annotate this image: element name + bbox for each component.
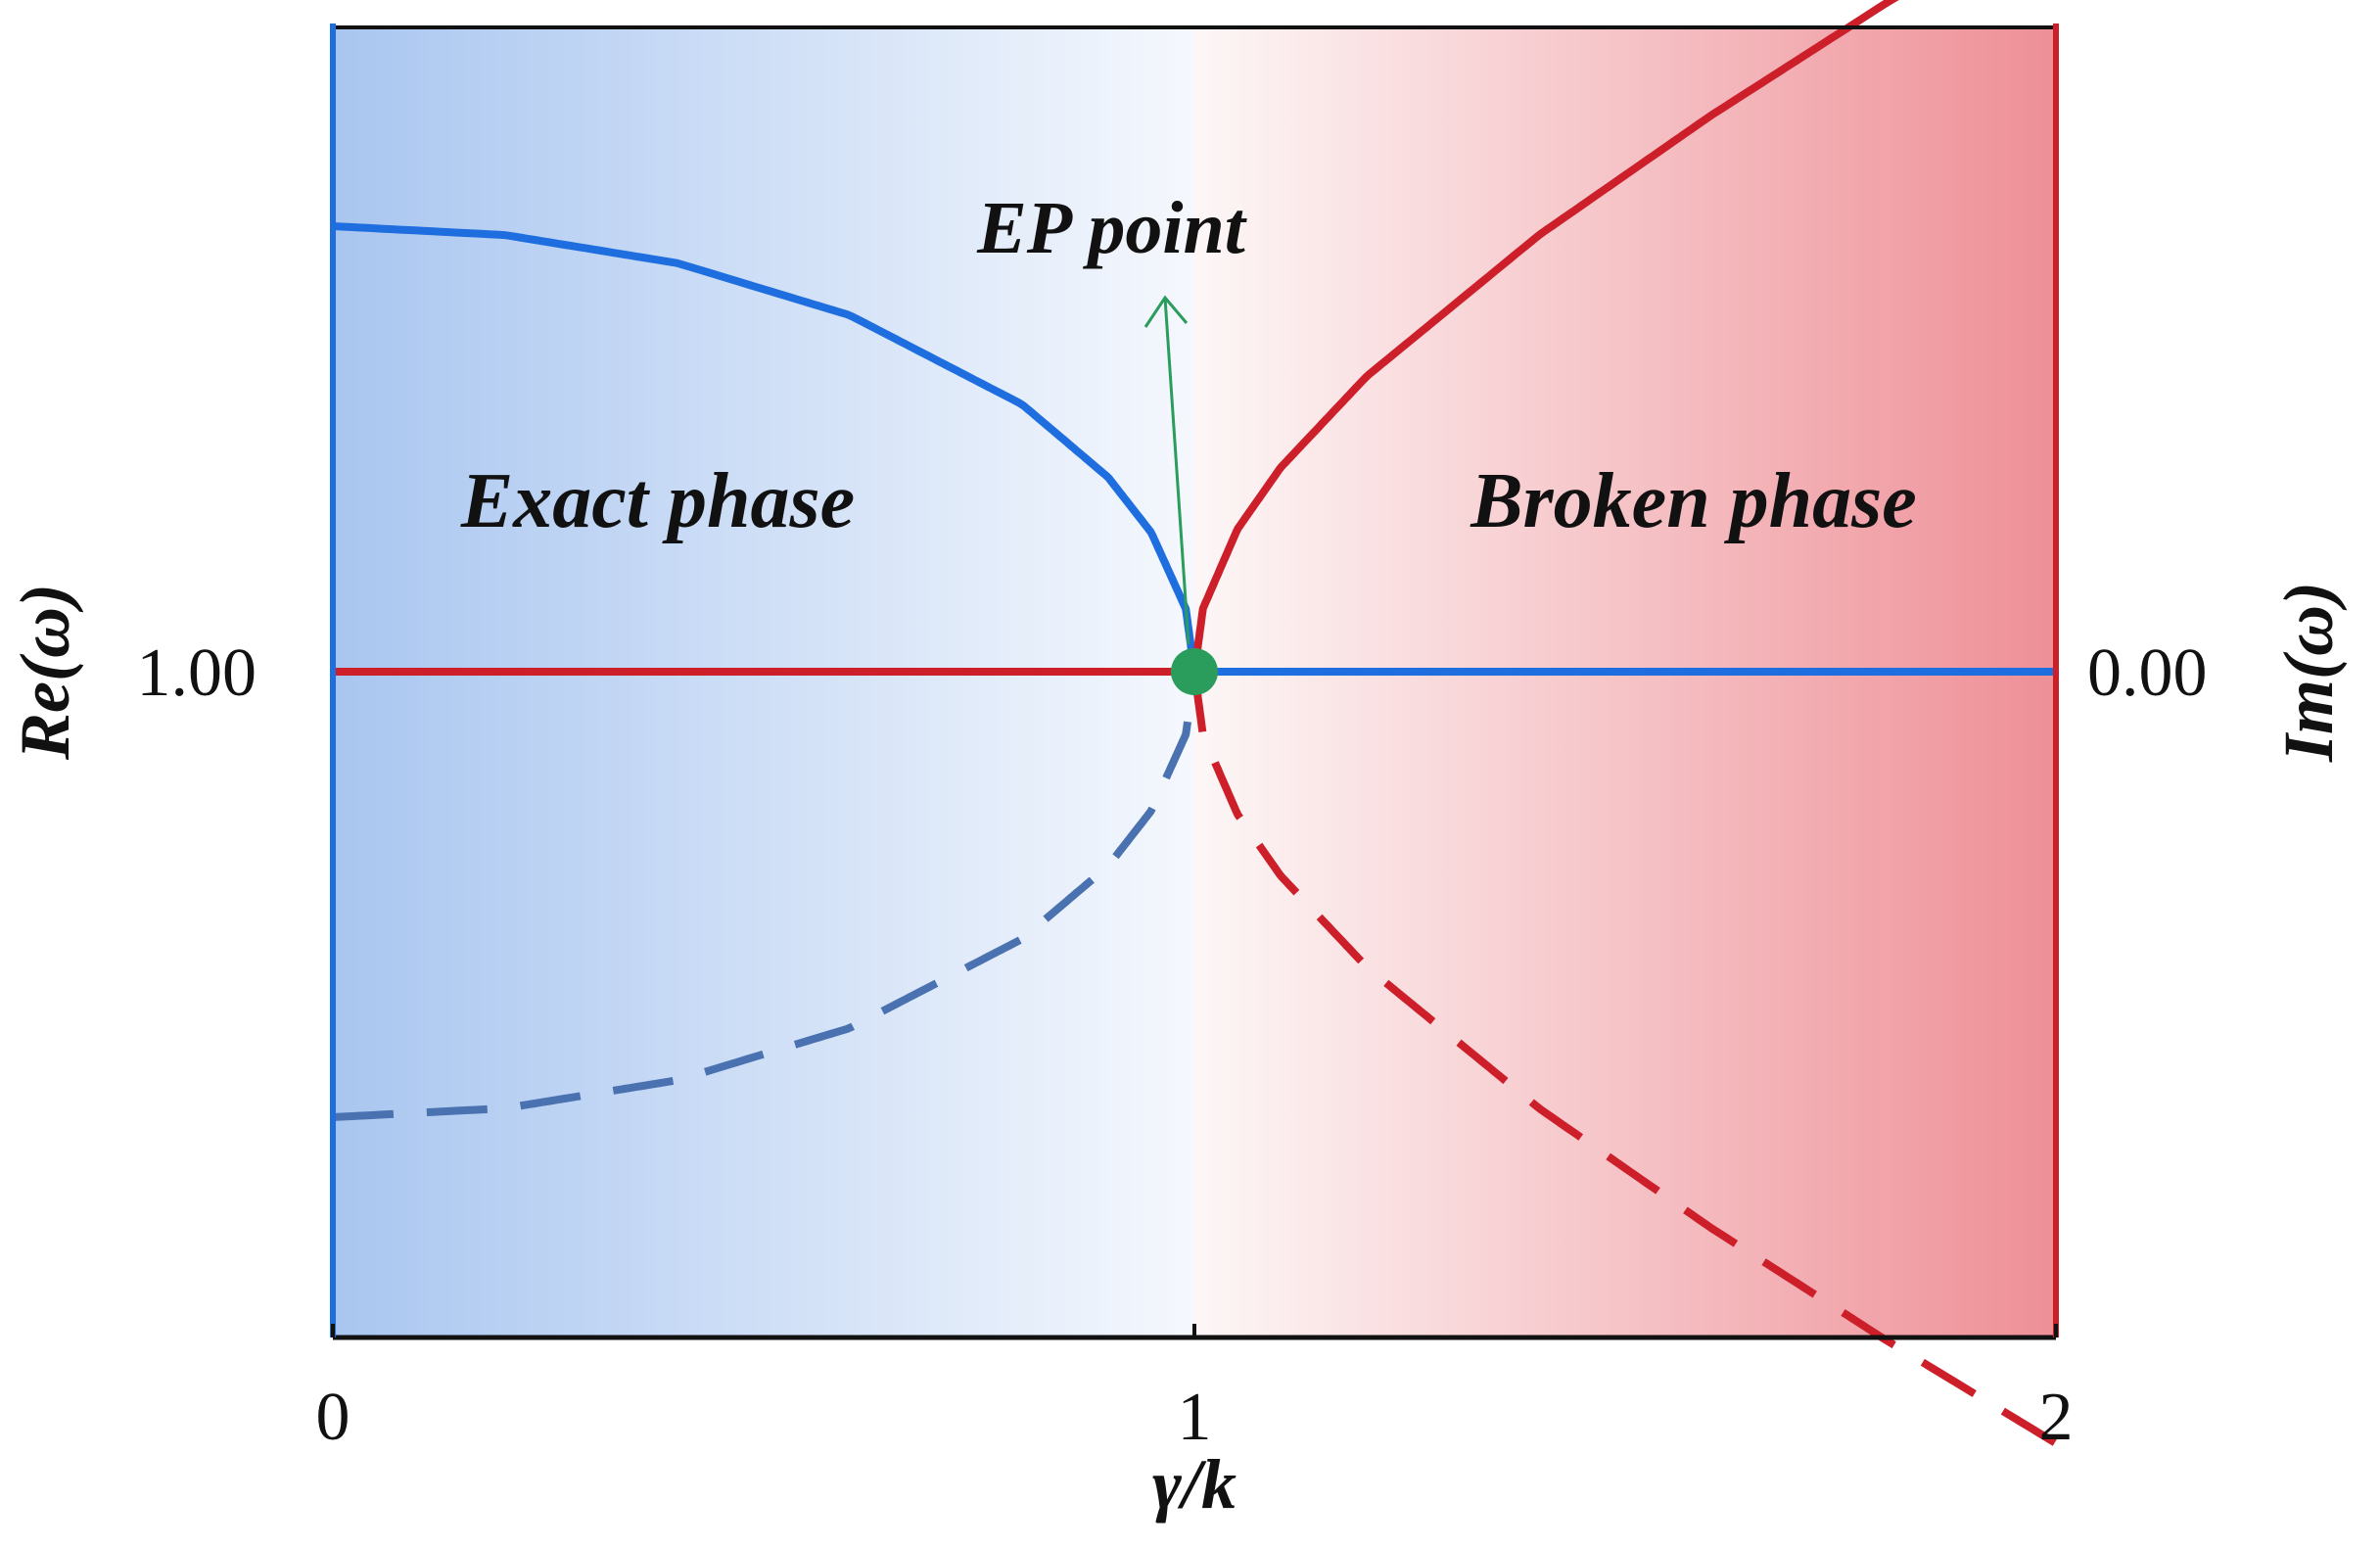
left-y-axis-title: Re(ω) bbox=[6, 584, 84, 761]
ep-arrow-shaft bbox=[1163, 297, 1190, 645]
series-line-0 bbox=[332, 222, 1198, 676]
broken-phase-label: Broken phase bbox=[1470, 458, 1917, 544]
ep-point-label: EP point bbox=[976, 187, 1248, 269]
series-line-4 bbox=[1190, 0, 1899, 676]
exact-phase-label: Exact phase bbox=[460, 458, 855, 544]
x-tick-label-1: 1 bbox=[1178, 1380, 1212, 1455]
broken-phase-region bbox=[1194, 27, 2056, 1337]
series-line-1 bbox=[332, 668, 1198, 1121]
annotation-layer bbox=[1143, 295, 1218, 695]
x-axis-title: γ/k bbox=[1152, 1445, 1237, 1524]
text-layer: 0 1 2 1.00 0.00 γ/k Re(ω) Im(ω) Exact phase Broke… bbox=[6, 187, 2348, 1524]
plot-frame bbox=[330, 23, 2059, 1340]
x-tick-label-2: 2 bbox=[2039, 1380, 2074, 1455]
x-tick-label-0: 0 bbox=[316, 1380, 350, 1455]
right-y-tick-label: 0.00 bbox=[2087, 635, 2208, 711]
left-y-tick-label: 1.00 bbox=[137, 635, 257, 711]
ep-arrow-head bbox=[1143, 295, 1189, 328]
series-line-5 bbox=[1190, 668, 2059, 1447]
exact-phase-region bbox=[333, 27, 1194, 1337]
phase-regions bbox=[333, 27, 2056, 1337]
ep-point-marker bbox=[1171, 648, 1218, 695]
right-y-axis-title: Im(ω) bbox=[2269, 582, 2348, 763]
series-layer bbox=[332, 0, 2059, 1447]
